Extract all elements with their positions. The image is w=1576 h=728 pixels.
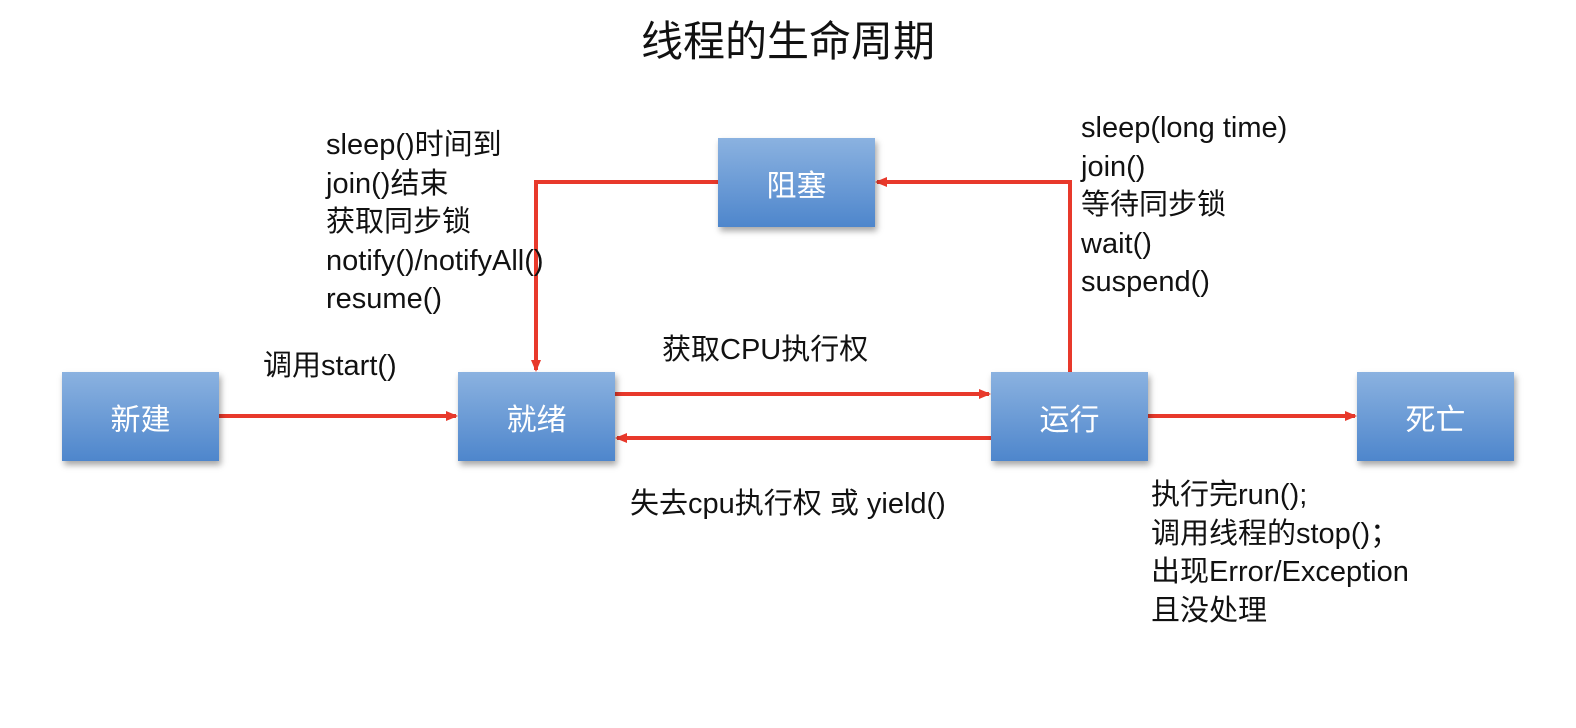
label-terminate: 执行完run(); 调用线程的stop()； 出现Error/Exception…	[1151, 476, 1409, 630]
label-line: 调用线程的stop()；	[1151, 517, 1400, 550]
label-line: join()结束	[326, 167, 449, 200]
node-new: 新建	[62, 372, 219, 461]
diagram-title: 线程的生命周期	[640, 17, 935, 66]
label-line: 等待同步锁	[1081, 189, 1227, 221]
label-line: join()	[1081, 150, 1146, 183]
label-line: resume()	[326, 283, 443, 315]
label-line: wait()	[1081, 227, 1152, 260]
node-dead: 死亡	[1357, 372, 1514, 461]
label-line: 获取同步锁	[326, 206, 472, 238]
label-line: 且没处理	[1151, 594, 1268, 627]
label-line: suspend()	[1081, 266, 1210, 298]
label-line: notify()/notifyAll()	[326, 244, 544, 277]
edge-running-to-blocked	[875, 177, 1072, 372]
label-line: sleep()时间到	[326, 129, 502, 161]
label-get-cpu: 获取CPU执行权	[662, 334, 869, 366]
node-blocked: 阻塞	[718, 138, 875, 227]
label-line: 执行完run();	[1151, 479, 1308, 511]
label-running-to-blocked: sleep(long time) join() 等待同步锁 wait() sus…	[1081, 109, 1287, 302]
label-line: sleep(long time)	[1081, 112, 1288, 144]
label-blocked-to-ready: sleep()时间到 join()结束 获取同步锁 notify()/notif…	[326, 126, 544, 319]
node-running: 运行	[991, 372, 1148, 461]
node-ready: 就绪	[458, 372, 615, 461]
label-start: 调用start()	[263, 350, 397, 382]
label-line: 出现Error/Exception	[1151, 556, 1409, 588]
label-lose-cpu: 失去cpu执行权 或 yield()	[630, 488, 946, 520]
edge-blocked-to-ready	[531, 180, 718, 372]
